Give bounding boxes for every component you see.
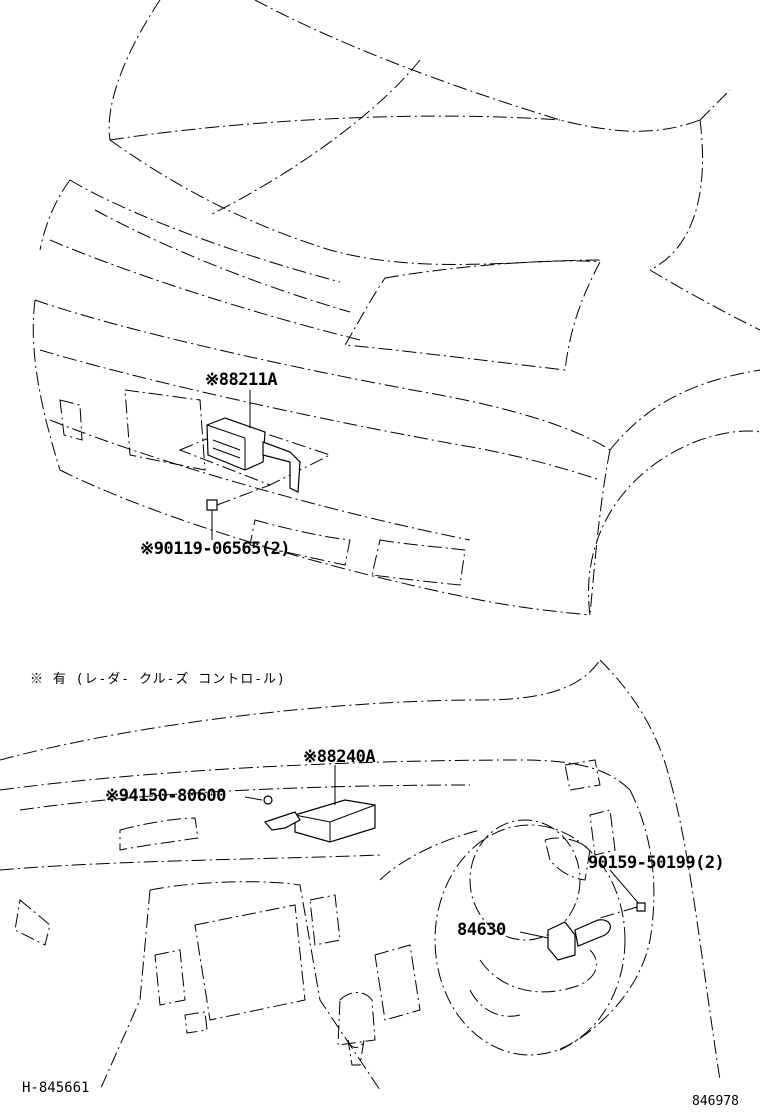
radar-sensor-grid2 [212, 447, 241, 459]
fender-top [649, 269, 760, 331]
bumper-lower [49, 419, 471, 541]
footer-left-code: H-845661 [22, 1080, 90, 1096]
callout-radar-sensor: ※88211A [205, 370, 278, 390]
vent-left [154, 949, 186, 1006]
right-side [559, 789, 655, 1051]
callout-cruise-computer: ※88240A [303, 747, 376, 767]
fender-line [609, 369, 760, 451]
computer-bracket [263, 811, 301, 831]
grille-mid [94, 209, 351, 313]
bolt-head [206, 499, 218, 511]
fog-lamp-right [371, 539, 466, 586]
dash-right-panel [589, 809, 616, 856]
nut-part [263, 795, 273, 805]
console-outline [99, 881, 381, 1091]
left-panel [14, 899, 51, 946]
wheel-arch [588, 430, 760, 616]
screw-axis [599, 906, 638, 919]
cruise-switch-part [519, 869, 646, 961]
radar-sensor-body [206, 417, 266, 471]
defroster-vent [119, 817, 199, 851]
center-display [194, 904, 306, 1021]
windshield-base [0, 659, 601, 761]
license-plate [124, 389, 206, 471]
grille-left [39, 179, 71, 251]
dashboard-view [0, 659, 721, 1091]
right-door-line [669, 779, 721, 1081]
panel-button [184, 1011, 208, 1034]
callout-nut: ※94150-80600 [105, 786, 226, 806]
cluster-right [374, 944, 421, 1021]
nut-leader [244, 796, 263, 801]
a-pillar-right [599, 659, 671, 781]
grille-lower [49, 239, 361, 341]
windshield-inner [109, 115, 561, 141]
steering-wheel-outer [434, 824, 626, 1056]
radar-sensor-grid1 [212, 439, 241, 451]
legend-note: ※ 有 (レ-ダ- クル-ズ コントロ-ル) [30, 672, 286, 687]
radar-sensor-part [178, 390, 332, 540]
vehicle-front-view [32, 0, 760, 616]
grille-upper [69, 179, 341, 283]
a-pillar [699, 89, 731, 121]
roof-line [108, 0, 161, 141]
dash-top-inner [19, 784, 471, 811]
steering-hub [479, 949, 598, 993]
screw-part [636, 902, 646, 912]
fog-lamp-left [59, 399, 83, 441]
shifter-base [337, 992, 376, 1046]
switch-lever [574, 919, 611, 947]
callout-switch: 84630 [457, 920, 506, 940]
screw-leader [609, 869, 641, 906]
vent-right [309, 894, 341, 946]
hood-right [649, 119, 703, 271]
hood-crease [209, 59, 421, 216]
switch-leader [519, 931, 549, 939]
fender-lower [589, 449, 611, 616]
instrument-hood [544, 837, 591, 881]
bumper-face [39, 349, 601, 481]
radar-sensor-face [206, 424, 246, 470]
right-vent [564, 759, 601, 791]
radar-bracket [262, 441, 301, 493]
computer-box [294, 799, 376, 843]
shifter-knob [347, 1039, 365, 1066]
bumper-bottom [59, 469, 591, 616]
switch-body [547, 921, 576, 961]
callout-screw: 90159-50199(2) [588, 853, 725, 873]
bumper-left-edge [32, 299, 61, 471]
dash-front [0, 854, 381, 871]
steering-column-line [379, 829, 481, 881]
steering-wheel-inner [469, 819, 581, 941]
callout-bolt: ※90119-06565(2) [140, 539, 291, 559]
bumper-top [34, 299, 611, 451]
windshield-line [254, 0, 701, 132]
footer-right-code: 846978 [692, 1094, 739, 1109]
cruise-computer-part [244, 765, 376, 843]
hood-edge [109, 139, 601, 265]
steering-spoke [469, 989, 521, 1017]
headlight [344, 260, 601, 371]
bolt-axis [216, 484, 271, 506]
opening-center [249, 519, 351, 566]
